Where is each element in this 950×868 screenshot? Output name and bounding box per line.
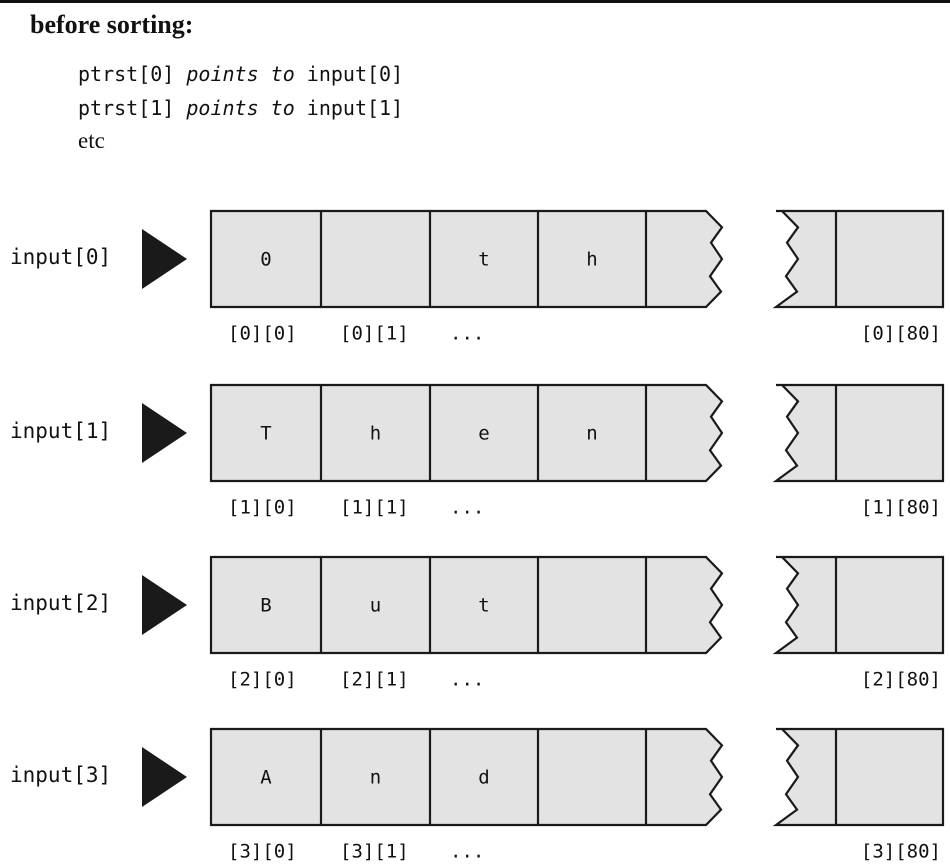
index-label: [1][1] — [340, 497, 409, 519]
note-rhs: input[1] — [306, 96, 404, 120]
cell-char: u — [370, 595, 381, 617]
note-mid: points to — [186, 96, 295, 120]
index-label: [1][80] — [861, 497, 941, 519]
row-label: input[0] — [10, 245, 111, 269]
cell-char: t — [478, 249, 489, 271]
index-label: ... — [450, 841, 484, 863]
note-line-0: ptrst[0] points to input[0] — [78, 62, 403, 86]
index-label: [0][0] — [228, 323, 297, 345]
index-label: ... — [450, 497, 484, 519]
note-lhs: ptrst[0] — [78, 62, 175, 86]
note-rhs: input[0] — [306, 62, 404, 86]
array-right-segment — [772, 727, 945, 827]
array-right-segment — [772, 383, 945, 483]
index-label: [3][80] — [861, 841, 941, 863]
row-label: input[1] — [10, 419, 111, 443]
index-label: [2][0] — [228, 669, 297, 691]
array-left-segment — [209, 209, 724, 309]
index-label: [3][0] — [228, 841, 297, 863]
cell-char: A — [260, 767, 272, 789]
pointer-arrow-icon — [142, 403, 187, 463]
heading: before sorting: — [30, 10, 194, 39]
pointer-arrow-icon — [142, 229, 187, 289]
cell-char: n — [370, 767, 381, 789]
array-right-segment — [772, 555, 945, 655]
array-right-segment — [772, 209, 945, 309]
cell-char: h — [370, 423, 381, 445]
cell-char: t — [478, 595, 489, 617]
pointer-arrow-icon — [142, 575, 187, 635]
row-label: input[3] — [10, 763, 111, 787]
index-label: [3][1] — [340, 841, 409, 863]
top-rule — [0, 0, 950, 3]
pointer-arrow-icon — [142, 747, 187, 807]
cell-char: B — [260, 595, 271, 617]
index-label: [0][80] — [861, 323, 941, 345]
cell-char: 0 — [260, 249, 271, 271]
array-left-segment — [209, 727, 724, 827]
note-mid: points to — [186, 62, 295, 86]
cell-char: T — [260, 423, 271, 445]
array-left-segment — [209, 555, 724, 655]
index-label: [0][1] — [340, 323, 409, 345]
row-label: input[2] — [10, 591, 111, 615]
cell-char: d — [478, 767, 489, 789]
index-label: ... — [450, 669, 484, 691]
index-label: ... — [450, 323, 484, 345]
index-label: [1][0] — [228, 497, 297, 519]
index-label: [2][1] — [340, 669, 409, 691]
note-lhs: ptrst[1] — [78, 96, 175, 120]
cell-char: h — [586, 249, 597, 271]
index-label: [2][80] — [861, 669, 941, 691]
array-left-segment — [209, 383, 724, 483]
cell-char: e — [478, 423, 489, 445]
cell-char: n — [586, 423, 597, 445]
etc-note: etc — [78, 128, 105, 153]
note-line-1: ptrst[1] points to input[1] — [78, 96, 403, 120]
